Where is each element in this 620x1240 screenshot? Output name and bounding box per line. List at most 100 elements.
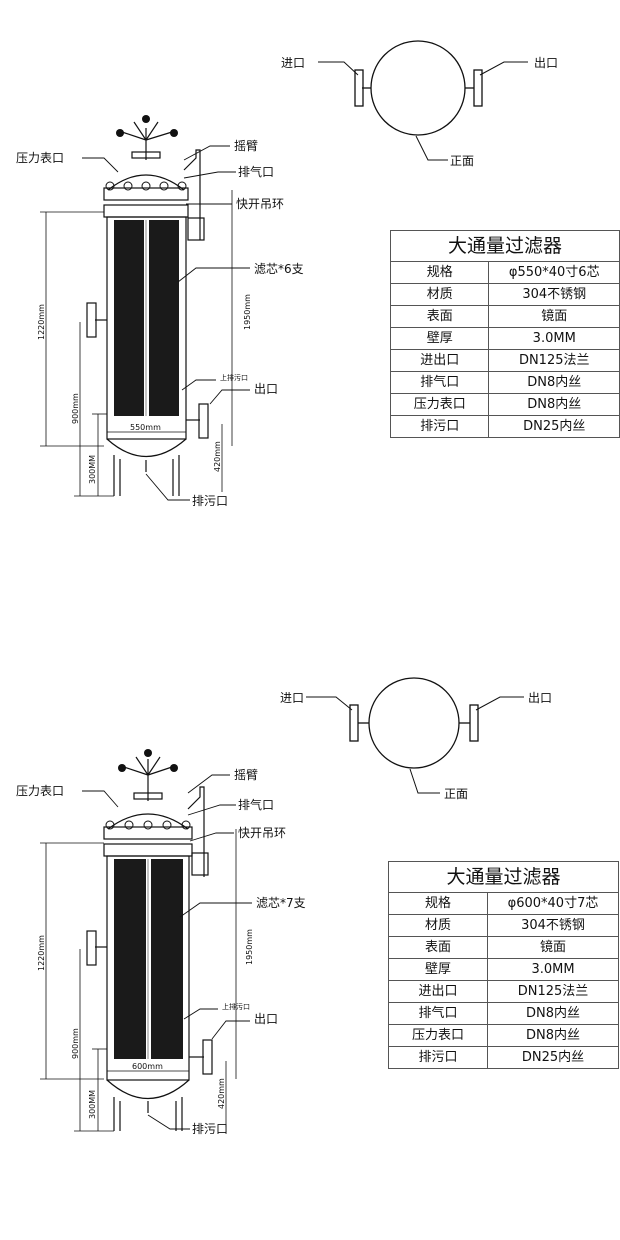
- filter-cartridge-left: [114, 220, 144, 416]
- drain-label: 排污口: [192, 1122, 228, 1136]
- clamp-band: [103, 843, 193, 857]
- top-view: [306, 677, 524, 794]
- top-view-outlet-flange: [469, 704, 479, 742]
- knob: [118, 764, 126, 772]
- front-leader: [415, 135, 448, 161]
- dim-1950-label: 1950mm: [245, 929, 254, 965]
- cartridges-label: 滤芯*6支: [254, 262, 304, 276]
- quick-ring-label: 快开吊环: [236, 197, 284, 211]
- vessel: [86, 121, 209, 496]
- spec-key: 规格: [388, 892, 488, 915]
- rocker-arm-label: 摇臂: [234, 139, 258, 153]
- callout-leaders: [82, 145, 250, 501]
- gauge-leader: [82, 790, 119, 808]
- spec-key: 材质: [388, 914, 488, 937]
- spec-table-title: 大通量过滤器: [390, 230, 620, 262]
- ring: [181, 820, 191, 830]
- knob: [144, 749, 152, 757]
- rocker-arm-right: [145, 131, 173, 141]
- filter-drawing-svg-1: 进口 出口 正面: [16, 40, 558, 508]
- dim-diameter-label: 550mm: [130, 423, 161, 432]
- ring: [143, 820, 153, 830]
- quick-ring-label: 快开吊环: [238, 826, 286, 840]
- ring: [177, 181, 187, 191]
- top-front-label: 正面: [450, 154, 474, 168]
- drain-leader: [147, 1114, 190, 1130]
- upper-drain-leader: [183, 1008, 218, 1020]
- rocker-arm-r2: [147, 756, 161, 776]
- ring: [123, 181, 133, 191]
- spec-value: DN8内丝: [487, 1002, 619, 1025]
- quick-open-rings: [105, 820, 191, 830]
- filter-drawing-panel-2: 进口 出口 正面: [0, 625, 620, 1185]
- vessel-bottom-head: [106, 438, 187, 458]
- clamp-band: [103, 204, 189, 218]
- outlet-label: 出口: [254, 1012, 278, 1026]
- filter-cartridges: [114, 859, 183, 1059]
- spec-value: φ600*40寸7芯: [487, 892, 619, 915]
- dim-900-label: 900mm: [71, 1028, 80, 1059]
- rocker-arm-l2: [135, 756, 149, 776]
- top-view-inlet-flange: [354, 69, 364, 107]
- spec-value: φ550*40寸6芯: [488, 261, 620, 284]
- spec-table-title: 大通量过滤器: [388, 861, 619, 893]
- rocker-hub: [131, 151, 161, 159]
- rocker-arm-label: 摇臂: [234, 768, 258, 782]
- top-outlet-label: 出口: [534, 56, 558, 70]
- dim-420-label: 420mm: [217, 1078, 226, 1109]
- dimensions: [40, 829, 237, 1132]
- dim-diameter-label: 600mm: [132, 1062, 163, 1071]
- cartridge-leader: [177, 267, 250, 283]
- spec-key: 排气口: [389, 371, 490, 394]
- dim-1220-label: 1220mm: [37, 304, 46, 340]
- spec-key: 压力表口: [388, 1024, 488, 1047]
- outlet-leader: [211, 1020, 250, 1040]
- top-view-vessel-circle: [370, 40, 466, 136]
- spec-value: DN125法兰: [487, 980, 619, 1003]
- spec-value: DN25内丝: [487, 1046, 619, 1069]
- ring: [124, 820, 134, 830]
- vessel-top-head: [107, 174, 185, 191]
- dimensions: [40, 190, 233, 497]
- top-inlet-label: 进口: [281, 56, 305, 70]
- spec-key: 排污口: [389, 415, 490, 438]
- knob: [170, 129, 178, 137]
- rocker-leader: [183, 145, 230, 161]
- outlet-flange: [202, 1039, 213, 1075]
- rocker-arm-l2: [133, 121, 147, 141]
- filter-cartridge-right: [151, 859, 183, 1059]
- callout-leaders: [82, 774, 252, 1130]
- upper-drain-leader: [181, 379, 216, 391]
- top-view-outlet-flange: [473, 69, 483, 107]
- spec-value: DN125法兰: [488, 349, 620, 372]
- vessel-top-head: [107, 813, 189, 830]
- dim-1220-label: 1220mm: [37, 935, 46, 971]
- vessel: [86, 756, 213, 1131]
- rocker-arm-left: [121, 131, 147, 141]
- knob: [142, 115, 150, 123]
- spec-key: 壁厚: [389, 327, 490, 350]
- top-front-label: 正面: [444, 787, 468, 801]
- spec-value: DN8内丝: [487, 1024, 619, 1047]
- ring: [141, 181, 151, 191]
- inlet-leader: [318, 61, 359, 76]
- top-flange: [103, 826, 193, 840]
- outlet-label: 出口: [254, 382, 278, 396]
- spec-key: 壁厚: [388, 958, 488, 981]
- knob: [116, 129, 124, 137]
- filter-cartridges: [114, 220, 179, 416]
- table-row: 表面镜面: [388, 936, 619, 959]
- spec-value: 镜面: [488, 305, 620, 328]
- rocker-arm-right: [147, 766, 173, 776]
- spec-value: DN8内丝: [488, 393, 620, 416]
